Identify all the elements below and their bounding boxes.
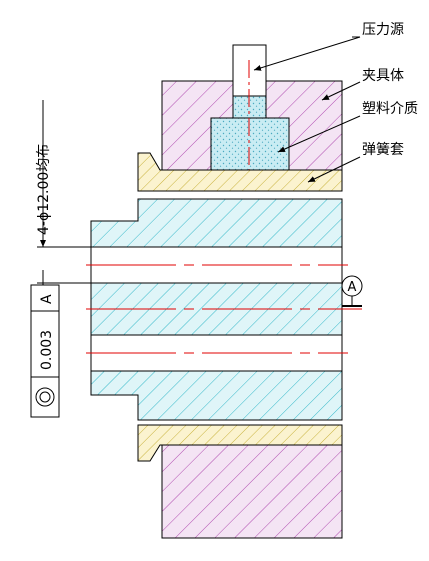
label-fixture-body: 夹具体 [362, 68, 404, 84]
label-spring-sleeve: 弹簧套 [362, 142, 404, 158]
feature-control-frame: 0.003 A [30, 284, 60, 418]
plastic-medium-region [210, 95, 290, 171]
datum-a: A [341, 275, 363, 307]
label-plastic-medium: 塑料介质 [362, 101, 418, 117]
workpiece-centerlines [86, 264, 362, 354]
tolerance-datum: A [39, 294, 55, 304]
tolerance-value: 0.003 [39, 330, 55, 370]
concentricity-icon [35, 387, 55, 407]
hole-dimension-text: 4-ϕ12.00均布 [36, 144, 52, 235]
datum-a-letter: A [348, 280, 357, 295]
lower-spring-sleeve [137, 424, 343, 462]
label-pressure-source: 压力源 [362, 22, 404, 38]
upper-spring-sleeve [137, 152, 343, 192]
lower-fixture-body [161, 444, 343, 539]
leaders [253, 36, 361, 183]
